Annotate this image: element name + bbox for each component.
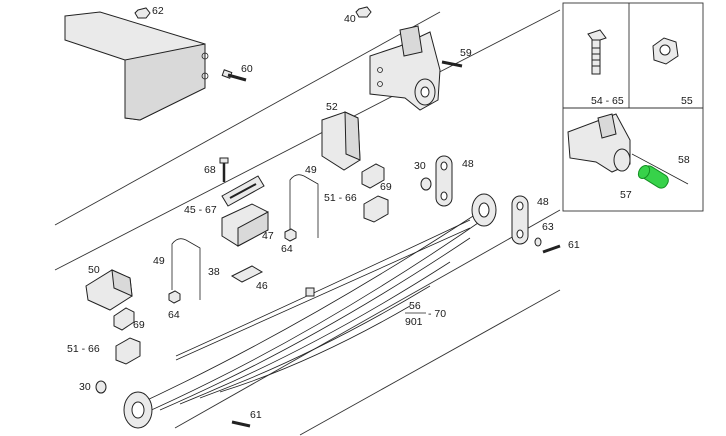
callout-57[interactable]: 57 [620,189,632,201]
nut-62 [134,7,151,19]
callout-59[interactable]: 59 [460,47,472,59]
shackle-48-rear [511,195,529,245]
rubber-block-69-lower [113,307,135,331]
bolt-60 [221,69,247,82]
nut-64-lower [168,290,181,304]
inset-bracket-icon [567,113,689,185]
callout-51-66-upper[interactable]: 51 - 66 [324,192,357,204]
callout-62[interactable]: 62 [152,5,164,17]
callout-48-rear[interactable]: 48 [537,196,549,208]
pad-47 [221,203,269,247]
callout-55[interactable]: 55 [681,95,693,107]
callout-40[interactable]: 40 [344,13,356,25]
bolt-68 [219,157,229,182]
callout-45-67[interactable]: 45 - 67 [184,204,217,216]
bracket-50 [85,269,133,311]
callout-69-lower[interactable]: 69 [133,319,145,331]
callout-30-lower[interactable]: 30 [79,381,91,393]
inset-pin-57-highlighted [637,164,669,189]
callout-54-65[interactable]: 54 - 65 [591,95,624,107]
inset-nut-icon [652,37,679,65]
frame-crossmember [64,11,209,121]
plate-46 [230,265,264,283]
callout-49-lower[interactable]: 49 [153,255,165,267]
chassis-frame-lines [54,9,561,436]
leaf-spring-assembly [123,193,497,429]
callout-58[interactable]: 58 [678,154,690,166]
bolt-61-right [542,244,561,254]
callout-38[interactable]: 38 [208,266,220,278]
callout-68[interactable]: 68 [204,164,216,176]
callout-47[interactable]: 47 [262,230,274,242]
callout-69-upper[interactable]: 69 [380,181,392,193]
callout-46[interactable]: 46 [256,280,268,292]
callout-64-lower[interactable]: 64 [168,309,180,321]
bracket-52 [321,111,361,171]
callout-52[interactable]: 52 [326,101,338,113]
plate-45-67 [221,175,265,207]
callout-61-lower[interactable]: 61 [250,409,262,421]
callout-50[interactable]: 50 [88,264,100,276]
callout-70[interactable]: - 70 [428,308,446,320]
callout-30-upper[interactable]: 30 [414,160,426,172]
callout-64-upper[interactable]: 64 [281,243,293,255]
nut-40 [355,6,372,18]
callout-63[interactable]: 63 [542,221,554,233]
callout-60[interactable]: 60 [241,63,253,75]
inset-panel [562,2,704,212]
washer-63 [534,237,542,247]
nut-64-upper [284,228,297,242]
u-bolt-49-lower [171,238,201,300]
nut-30-lower [95,380,107,394]
u-bolt-49-upper [289,174,319,238]
rubber-block-69-upper [361,163,385,189]
nut-30-upper [420,177,432,191]
bolt-61-lower [231,420,251,428]
rubber-block-51-66-upper [363,195,389,223]
callout-901[interactable]: 901 [405,316,423,328]
inset-bolt-icon [587,29,607,75]
shackle-48 [435,155,453,207]
callout-51-66-lower[interactable]: 51 - 66 [67,343,100,355]
callout-56[interactable]: 56 [409,300,421,312]
front-hanger-bracket [369,25,463,111]
callout-49-upper[interactable]: 49 [305,164,317,176]
callout-61-right[interactable]: 61 [568,239,580,251]
rubber-block-51-66-lower [115,337,141,365]
callout-48-upper[interactable]: 48 [462,158,474,170]
